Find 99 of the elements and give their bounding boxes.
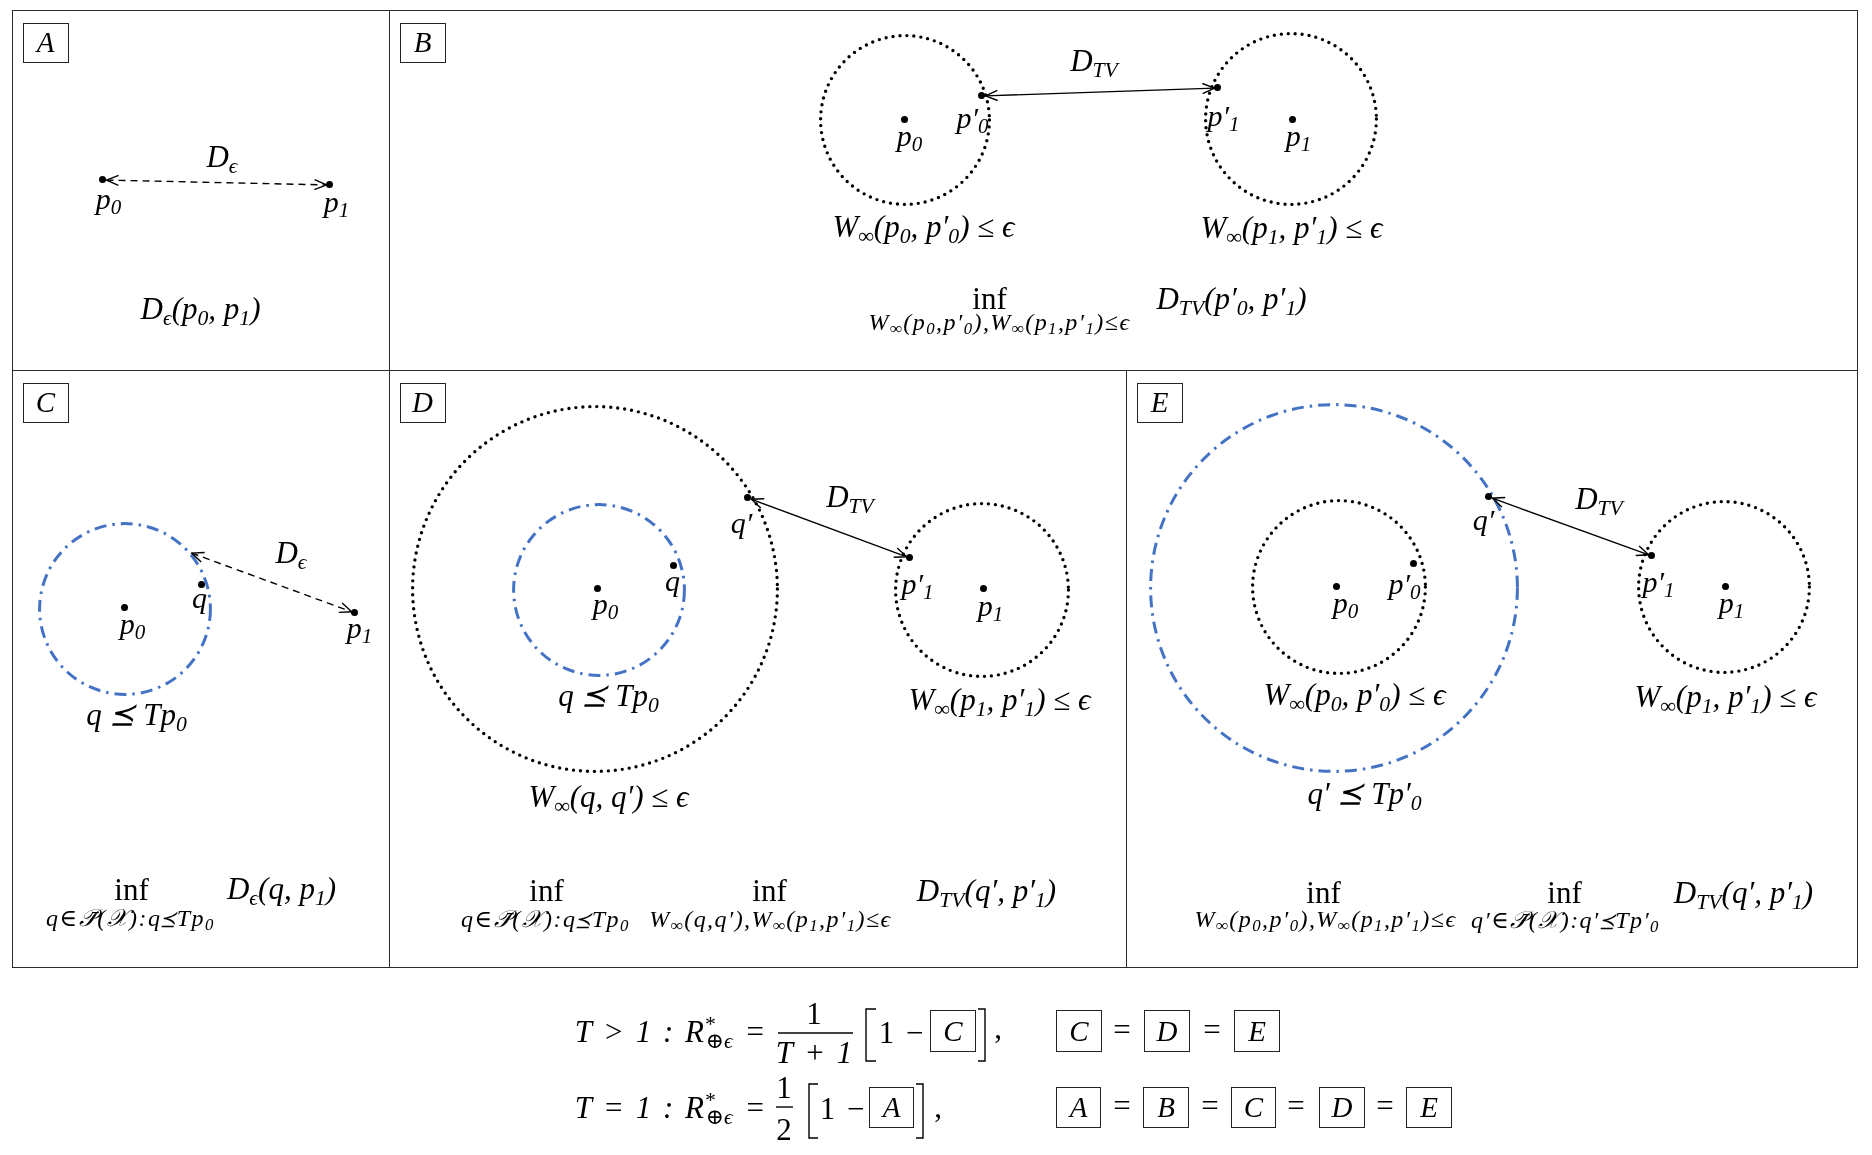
dot-icon [1333, 583, 1340, 590]
dot-icon [351, 609, 358, 616]
inf-operator: inf [1547, 876, 1582, 908]
boxed-term: D [1144, 1010, 1190, 1052]
point-label: p$_{0}$ [95, 183, 122, 214]
panel-tag: D [399, 382, 446, 423]
circle-caption: W$_{∞}$(p$_{1}$, p′$_{1}$) ≤ ϵ [1634, 680, 1817, 712]
inf-operator: inf [752, 874, 787, 906]
boxed-term: C [1231, 1087, 1276, 1128]
formula: D$_{ϵ}$(p$_{0}$, p$_{1}$) [140, 292, 261, 324]
equation-text: T = 1 : R$^{*}$$_{⊕ϵ}$ = [574, 1091, 766, 1123]
point-label: p′$_{1}$ [1207, 100, 1240, 131]
dot-icon [1648, 552, 1655, 559]
point-label: p′$_{0}$ [956, 102, 989, 133]
dot-icon [1410, 560, 1417, 567]
dot-icon [744, 494, 751, 501]
dot-icon [1485, 493, 1492, 500]
formula: D$_{TV}$(p′$_{0}$, p′$_{1}$) [1156, 282, 1307, 314]
point-label: p$_{1}$ [1718, 587, 1745, 618]
inf-operator: inf [114, 873, 149, 905]
point-label: q [665, 565, 680, 596]
point-label: p$_{0}$ [1332, 587, 1359, 618]
equation-text: 1 − [819, 1092, 865, 1124]
circle-caption: q ⪯ Tp$_{0}$ [86, 698, 187, 730]
circle-caption: W$_{∞}$(p$_{1}$, p′$_{1}$) ≤ ϵ [1200, 211, 1383, 243]
boxed-term: D [1319, 1087, 1365, 1128]
panel [1126, 370, 1858, 968]
point-label: p$_{0}$ [119, 608, 146, 639]
dashed-double-arrow [105, 174, 328, 191]
panel-tag: E [1136, 382, 1183, 423]
inf-subscript: q′∈𝒫̄(𝒳):q′⪯Tp′$_{0}$ [1471, 907, 1660, 932]
formula: D$_{ϵ}$(q, p$_{1}$) [226, 872, 337, 904]
circle-caption: q ⪯ Tp$_{0}$ [558, 679, 659, 711]
boxed-term: A [1056, 1087, 1101, 1128]
fraction-denominator: T + 1 [775, 1036, 853, 1068]
formula: D$_{TV}$(q′, p′$_{1}$) [1673, 876, 1814, 908]
inf-subscript: q∈𝒫̄(𝒳):q⪯Tp$_{0}$ [461, 906, 630, 931]
boxed-term: C [1056, 1010, 1102, 1052]
boxed-term: B [1143, 1087, 1189, 1128]
dot-icon [121, 604, 128, 611]
dot-icon [1722, 583, 1729, 590]
double-arrow [1491, 496, 1650, 557]
boxed-term: E [1406, 1087, 1452, 1128]
panel-tag: A [22, 22, 69, 63]
fraction-denominator: 2 [776, 1113, 792, 1145]
circle-caption: q′ ⪯ Tp′$_{0}$ [1307, 777, 1422, 809]
dot-icon [99, 176, 106, 183]
equals-sign: = [1376, 1090, 1394, 1121]
dot-icon [198, 581, 205, 588]
equation-text: 1 − [878, 1016, 924, 1048]
equals-sign: = [1201, 1090, 1219, 1121]
panel-tag: B [399, 22, 446, 63]
equals-sign: = [1287, 1090, 1305, 1121]
point-label: p$_{0}$ [896, 120, 923, 151]
equals-sign: = [1113, 1014, 1131, 1045]
dot-icon [978, 92, 985, 99]
formula: D$_{TV}$(q′, p′$_{1}$) [916, 874, 1057, 906]
point-label: p$_{1}$ [346, 612, 373, 643]
dot-icon [1214, 84, 1221, 91]
equation-text: T > 1 : R$^{*}$$_{⊕ϵ}$ = [574, 1015, 766, 1047]
point-label: q′ [730, 507, 753, 538]
double-arrow [750, 498, 908, 558]
inf-subscript: q∈𝒫̄(𝒳):q⪯Tp$_{0}$ [46, 905, 215, 930]
equals-sign: = [1113, 1090, 1131, 1121]
point-label: p$_{1}$ [1285, 120, 1312, 151]
dot-icon [594, 585, 601, 592]
inf-subscript: W$_{∞}$(q,q′),W$_{∞}$(p$_{1}$,p′$_{1}$)≤ϵ [649, 906, 892, 931]
inf-operator: inf [1306, 876, 1341, 908]
dot-icon [901, 116, 908, 123]
dot-icon [906, 554, 913, 561]
dashed-double-arrow [190, 551, 353, 614]
point-label: p′$_{1}$ [901, 568, 934, 599]
panel-tag: C [22, 382, 69, 423]
fraction-numerator: 1 [776, 1071, 792, 1103]
point-label: q′ [1472, 504, 1495, 535]
dot-icon [326, 181, 333, 188]
circle-caption: W$_{∞}$(p$_{0}$, p′$_{0}$) ≤ ϵ [832, 210, 1015, 242]
point-label: p′$_{1}$ [1642, 566, 1675, 597]
punctuation: , [994, 1011, 1002, 1043]
point-label: p′$_{0}$ [1388, 568, 1421, 599]
double-arrow [984, 82, 1216, 102]
dot-icon [980, 585, 987, 592]
equals-sign: = [1203, 1014, 1221, 1045]
boxed-term: A [869, 1087, 914, 1128]
circle-caption: W$_{∞}$(q, q′) ≤ ϵ [528, 780, 689, 812]
boxed-term: E [1234, 1010, 1280, 1052]
circle-caption: W$_{∞}$(p$_{0}$, p′$_{0}$) ≤ ϵ [1263, 678, 1446, 710]
point-label: p$_{0}$ [592, 588, 619, 619]
inf-subscript: W$_{∞}$(p$_{0}$,p′$_{0}$),W$_{∞}$(p$_{1}$,p′$_{1}$)≤ϵ [1194, 906, 1457, 931]
inf-operator: inf [529, 874, 564, 906]
point-label: p$_{1}$ [977, 590, 1004, 621]
punctuation: , [934, 1090, 942, 1122]
circle-caption: W$_{∞}$(p$_{1}$, p′$_{1}$) ≤ ϵ [908, 683, 1091, 715]
dot-icon [1289, 116, 1296, 123]
point-label: p$_{1}$ [323, 186, 350, 217]
boxed-term: C [930, 1010, 976, 1052]
fraction-numerator: 1 [806, 997, 822, 1029]
dot-icon [670, 562, 677, 569]
point-label: q [192, 582, 207, 613]
